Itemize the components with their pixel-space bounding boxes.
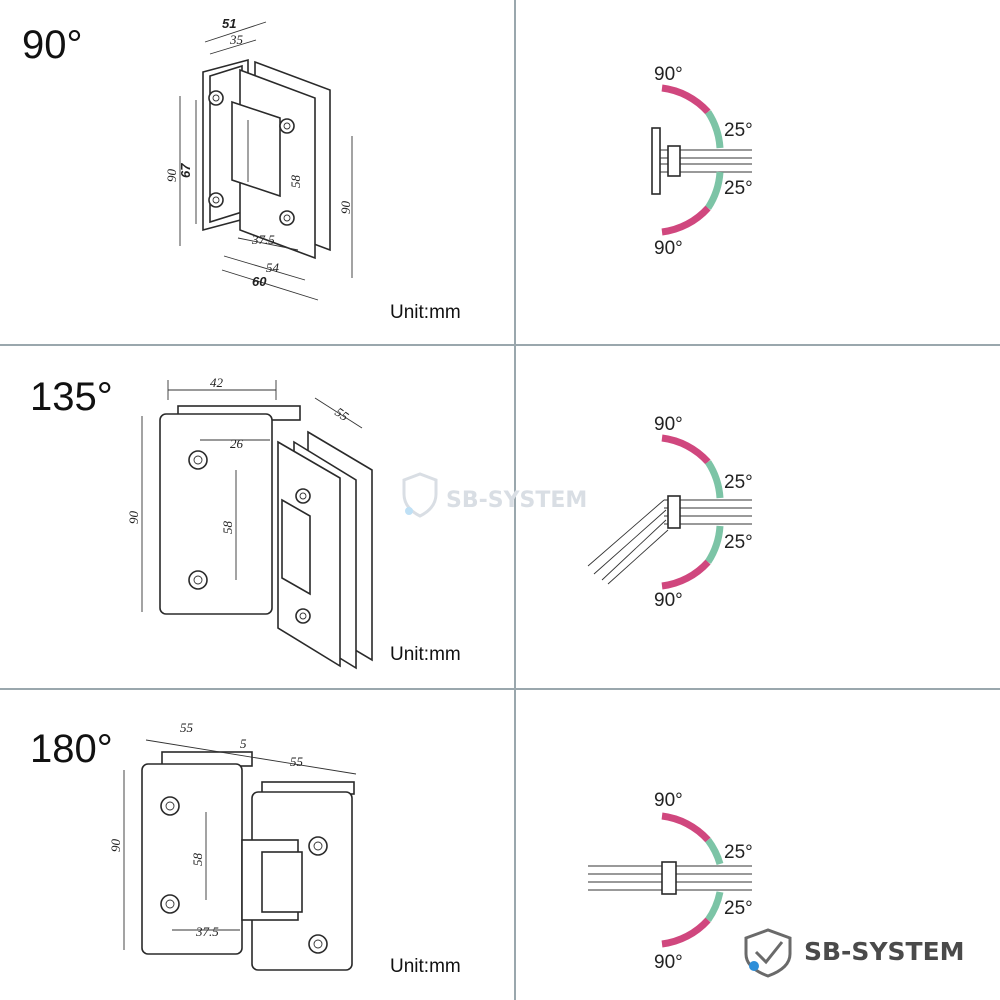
dim-label: 90 <box>338 201 353 215</box>
dim-label: 35 <box>229 32 244 47</box>
dim-label: 58 <box>288 175 303 189</box>
swing-diagram-180 <box>588 812 752 948</box>
dim-label: 58 <box>190 853 205 867</box>
row-180: 180° Unit:mm 55 5 55 90 58 37.5 <box>30 720 461 977</box>
hinge-drawing-90 <box>179 21 353 301</box>
angle-label-180: 180° <box>30 727 113 771</box>
dim-label: 67 <box>178 163 193 178</box>
dim-label: 42 <box>210 375 224 390</box>
brand-logo: SB-SYSTEM <box>744 928 965 978</box>
range-label: 25° <box>724 472 753 493</box>
range-label: 25° <box>724 178 753 199</box>
range-label: 90° <box>654 952 683 973</box>
unit-label-90: Unit:mm <box>390 302 461 323</box>
unit-label-180: Unit:mm <box>390 956 461 977</box>
range-label: 25° <box>724 532 753 553</box>
swing-diagram-135 <box>587 434 752 590</box>
shield-icon <box>402 472 438 518</box>
dim-label: 90 <box>126 511 141 525</box>
range-label: 25° <box>724 898 753 919</box>
dim-label: 5 <box>240 736 247 751</box>
dim-label: 90 <box>108 839 123 853</box>
watermark: SB-SYSTEM <box>402 472 587 518</box>
row-135: 135° Unit:mm 42 55 26 90 58 <box>30 375 461 670</box>
shield-check-icon <box>744 928 792 978</box>
angle-label-90: 90° <box>22 23 83 67</box>
range-label: 90° <box>654 414 683 435</box>
dim-label: 26 <box>230 436 244 451</box>
swing-diagram-90 <box>651 84 752 236</box>
angle-label-135: 135° <box>30 375 113 419</box>
dim-label: 51 <box>222 16 236 31</box>
row-90: 90° Unit:mm 51 35 67 <box>22 16 461 323</box>
dim-label: 37.5 <box>195 924 219 939</box>
brand-name: SB-SYSTEM <box>804 937 965 966</box>
unit-label-135: Unit:mm <box>390 644 461 665</box>
hinge-drawing-135 <box>141 380 373 670</box>
hinge-drawing-180 <box>123 739 357 971</box>
range-label: 90° <box>654 238 683 259</box>
dim-label: 55 <box>180 720 194 735</box>
dim-label: 55 <box>290 754 304 769</box>
watermark-text: SB-SYSTEM <box>446 488 587 513</box>
range-label: 90° <box>654 64 683 85</box>
range-label: 90° <box>654 590 683 611</box>
dim-label: 55 <box>332 404 352 424</box>
dim-label: 60 <box>252 274 267 289</box>
range-label: 90° <box>654 790 683 811</box>
dim-label: 54 <box>266 260 280 275</box>
dim-label: 37.5 <box>251 232 275 247</box>
range-label: 25° <box>724 120 753 141</box>
dim-label: 58 <box>220 521 235 535</box>
dim-label: 90 <box>164 169 179 183</box>
range-label: 25° <box>724 842 753 863</box>
